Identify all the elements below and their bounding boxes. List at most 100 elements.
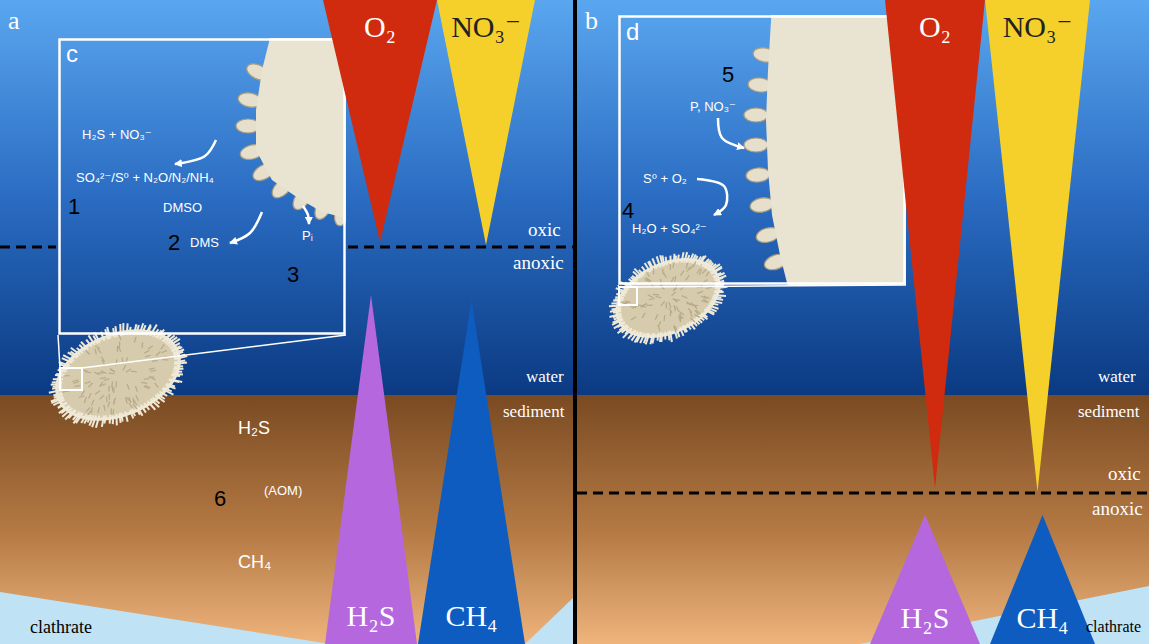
sponge-fibre [684, 263, 689, 269]
sponge-fibre [103, 405, 106, 411]
sponge-spike [655, 333, 662, 341]
sponge-fibre [96, 407, 101, 413]
sponge-closeup [236, 38, 346, 227]
reaction-arrow [697, 179, 727, 215]
sponge-spike [172, 347, 183, 352]
sponge-fibre [126, 396, 130, 402]
sponge-spike [682, 326, 685, 333]
sponge-fibre [101, 369, 106, 375]
sponge-fibre [657, 325, 660, 331]
sponge-fibre [697, 291, 703, 294]
sponge-fibre [79, 395, 85, 398]
compound-label: H₂S [238, 418, 270, 439]
sponge-spike [130, 410, 134, 419]
oxic-boundary [0, 246, 56, 249]
reaction-arrow [175, 140, 216, 164]
gradient-wedge: O₂ [323, 0, 437, 242]
sponge-spike [666, 331, 672, 340]
sponge-fibre [651, 268, 655, 274]
sponge-fibre [132, 398, 136, 404]
zone-label: oxic [528, 219, 561, 241]
inset-illustration [58, 38, 346, 335]
sponge-fibre [107, 394, 111, 400]
sponge-finger [744, 138, 768, 152]
wedge-fill [325, 295, 417, 644]
zoom-square [619, 287, 637, 305]
sponge-fibre [690, 311, 693, 317]
sponge-fibre [676, 306, 679, 312]
sponge-fibre [102, 359, 105, 365]
sponge-fibre [703, 298, 708, 304]
sponge-fibre [660, 301, 666, 306]
wedge-fill [418, 300, 525, 644]
sponge-fibre [85, 381, 91, 384]
sponge-finger [744, 108, 768, 122]
sponge-fibre [112, 398, 117, 404]
gradient-wedge: H₂S [870, 515, 980, 644]
sponge-fibre [95, 391, 101, 394]
sponge-fibre [642, 304, 647, 307]
sponge-spike [662, 332, 668, 340]
clathrate-region [0, 592, 330, 644]
sponge-fibre [662, 315, 667, 321]
sponge-fibre [674, 325, 677, 331]
reaction-label: DMSO [163, 201, 202, 216]
callout-number: 3 [287, 262, 299, 287]
sponge-fibre [664, 302, 668, 308]
sponge-fibre [647, 303, 653, 307]
sponge-illustration [33, 303, 202, 445]
sponge-fibre [72, 380, 78, 382]
oxic-boundary [577, 492, 1149, 495]
sponge-fibre [85, 350, 89, 356]
sponge-fibre [679, 271, 685, 276]
sponge-fibre [104, 378, 110, 380]
sponge-fibre [682, 294, 688, 300]
sponge-fibre [160, 344, 166, 349]
sponge-fibre [88, 383, 94, 387]
sponge-spike [687, 323, 691, 330]
species-label: CH₄ [418, 599, 525, 634]
sponge-fibre [654, 314, 660, 319]
layer-label: sediment [1078, 402, 1139, 422]
panel-letter: c [66, 40, 78, 68]
sponge-fibre [669, 307, 672, 313]
sponge-fibre [90, 407, 95, 413]
sponge-fibre [133, 337, 138, 343]
sponge-finger [745, 167, 770, 183]
sponge-spike [162, 386, 173, 398]
sponge-spike [141, 404, 146, 413]
sponge-fibre [671, 262, 676, 268]
sponge-fibre [98, 382, 104, 387]
layer-label: sediment [503, 402, 564, 422]
layer-label: clathrate [1086, 618, 1141, 636]
reaction-label: S⁰ + O₂ [643, 172, 687, 187]
sponge-fibre [125, 369, 131, 372]
sponge-fibre [679, 314, 684, 320]
sponge-fibre [105, 396, 109, 402]
reaction-label: H₂O + SO₄²⁻ [632, 222, 707, 237]
reaction-label: SO₄²⁻/S⁰ + N₂O/N₂/NH₄ [76, 171, 214, 186]
inset-illustration [618, 15, 906, 285]
sponge-spike [53, 376, 63, 383]
sponge-fibre [646, 271, 649, 277]
sponge-spike [107, 415, 113, 424]
sponge-fibre [664, 272, 667, 278]
wedge-shape [325, 295, 417, 644]
gradient-wedge: H₂S [325, 295, 417, 644]
sponge-fibre [119, 334, 121, 340]
gradient-wedge: CH₄ [418, 300, 525, 644]
sponge-fibre [131, 369, 137, 373]
layer-label: clathrate [30, 617, 92, 638]
sponge-fibre [118, 342, 122, 348]
layer-label: water [526, 367, 564, 387]
sponge-fibre [112, 387, 116, 393]
sponge-fibre [155, 382, 159, 388]
clathrate-region [525, 598, 573, 644]
wedge-fill [985, 0, 1090, 492]
wedge-shape [885, 0, 985, 488]
sponge-fibre [107, 386, 112, 392]
sponge-fibre [670, 277, 676, 282]
sponge-fibre [668, 264, 672, 270]
species-label: NO₃⁻ [437, 10, 535, 45]
sponge-fibre [696, 309, 701, 315]
